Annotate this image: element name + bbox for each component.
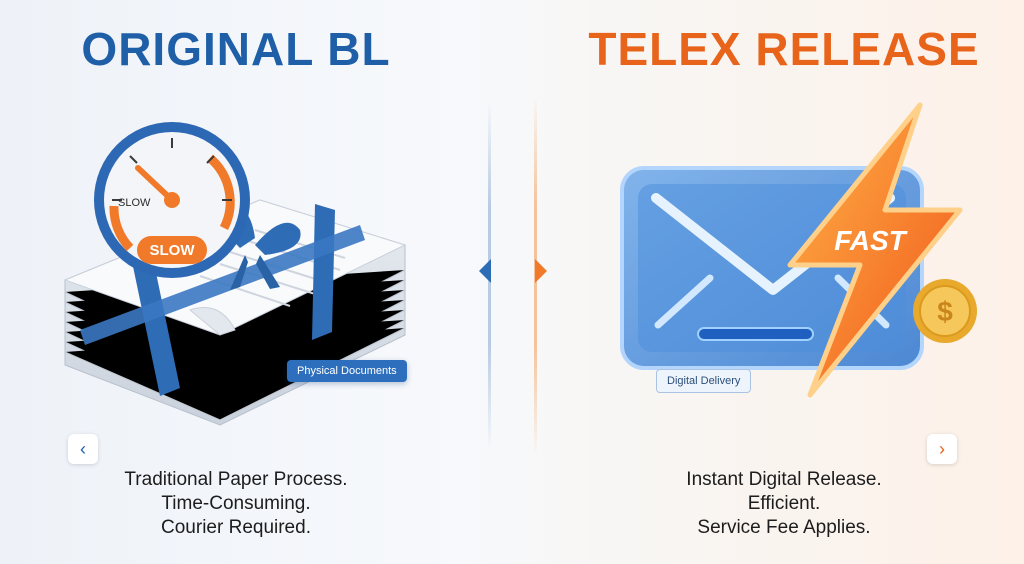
caption-line: Efficient. — [747, 493, 821, 514]
speedometer-icon: SLOW SLOW — [94, 122, 250, 278]
original-bl-title: ORIGINAL BL — [81, 23, 391, 75]
next-button[interactable]: › — [927, 434, 957, 464]
digital-delivery-tag: Digital Delivery — [656, 369, 752, 393]
chevron-right-icon: › — [939, 439, 945, 459]
original-bl-caption: Traditional Paper Process. Time-Consumin… — [0, 468, 486, 540]
telex-release-title: TELEX RELEASE — [588, 23, 980, 75]
arrow-right-icon — [535, 259, 547, 283]
caption-line: Traditional Paper Process. — [124, 469, 348, 490]
telex-release-caption: Instant Digital Release. Efficient. Serv… — [534, 468, 1024, 540]
arrow-left-icon — [479, 259, 491, 283]
lightning-bolt-icon: FAST — [787, 102, 963, 398]
chevron-left-icon: ‹ — [80, 439, 86, 459]
svg-text:$: $ — [937, 296, 953, 327]
fast-label: FAST — [834, 225, 908, 256]
gauge-label: SLOW — [118, 197, 151, 209]
physical-documents-tag: Physical Documents — [287, 360, 407, 382]
caption-line: Courier Required. — [161, 517, 311, 538]
caption-line: Time-Consuming. — [161, 493, 311, 514]
caption-line: Service Fee Applies. — [697, 517, 871, 538]
dollar-coin-icon: $ — [913, 279, 977, 343]
telex-release-panel: TELEX RELEASE Instant Digital Release. E… — [524, 0, 1024, 564]
slow-badge: SLOW — [150, 242, 196, 259]
original-bl-panel: ORIGINAL BL Traditional Paper Process. T… — [0, 0, 500, 564]
caption-line: Instant Digital Release. — [686, 469, 882, 490]
previous-button[interactable]: ‹ — [68, 434, 98, 464]
